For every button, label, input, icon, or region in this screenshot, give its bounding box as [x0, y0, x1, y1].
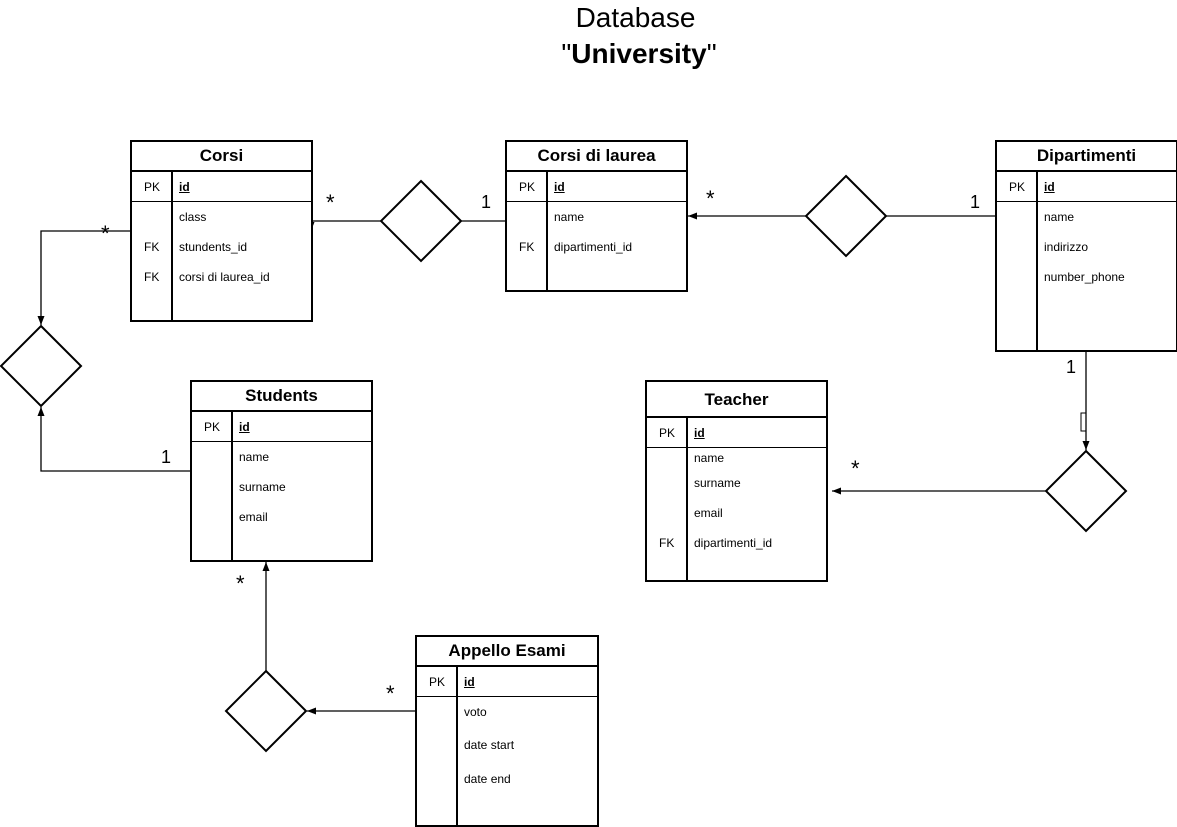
relationship-diamond-corsi-students: [0, 324, 83, 408]
key-label: PK: [144, 180, 161, 194]
field-name: name: [239, 450, 270, 464]
connector-jump-bracket: [1080, 412, 1086, 432]
entity-students[interactable]: Students PK id name surname email: [190, 380, 373, 562]
entity-title: Appello Esami: [417, 637, 597, 667]
cardinality-dip-teacher-many: *: [851, 456, 860, 481]
entity-corsi[interactable]: Corsi PK id class FK stundents_id FK cor…: [130, 140, 313, 322]
entity-title: Students: [192, 382, 371, 412]
field-name: id: [179, 180, 190, 194]
diagram-subtitle: "University": [561, 38, 717, 69]
field-name: stundents_id: [179, 240, 248, 254]
key-label: FK: [519, 240, 535, 254]
key-label: PK: [429, 675, 446, 689]
field-name: class: [179, 210, 207, 224]
field-name: date end: [464, 772, 511, 786]
entity-title: Corsi: [132, 142, 311, 172]
field-name: id: [239, 420, 250, 434]
field-name: id: [554, 180, 565, 194]
relationship-diamond-corsi-di-laurea-dipartimenti: [804, 174, 888, 258]
cardinality-students-appello-many-appello: *: [386, 681, 395, 706]
cardinality-corsi-cl-one: 1: [481, 192, 492, 212]
diagram-title: Database: [575, 2, 696, 33]
entity-title: Dipartimenti: [997, 142, 1176, 172]
field-name: id: [464, 675, 475, 689]
field-name: corsi di laurea_id: [179, 270, 270, 284]
entity-title: Corsi di laurea: [507, 142, 686, 172]
cardinality-dip-teacher-one: 1: [1066, 357, 1077, 377]
field-name: id: [1044, 180, 1055, 194]
key-label: PK: [659, 426, 676, 440]
entity-dipartimenti[interactable]: Dipartimenti PK id name indirizzo number…: [995, 140, 1177, 352]
database-name: University: [571, 38, 707, 69]
cardinality-cl-dip-one: 1: [970, 192, 981, 212]
cardinality-corsi-cl-many: *: [326, 190, 335, 215]
field-name: id: [694, 426, 705, 440]
cardinality-cl-dip-many: *: [706, 186, 715, 211]
field-name: name: [694, 451, 725, 465]
key-label: PK: [519, 180, 536, 194]
entity-corsi-di-laurea[interactable]: Corsi di laurea PK id name FK dipartimen…: [505, 140, 688, 292]
connector-corsi-corsi-di-laurea: [307, 220, 381, 231]
field-name: email: [239, 510, 268, 524]
field-name: dipartimenti_id: [694, 536, 773, 550]
connector-corsi-diamond: [37, 230, 131, 325]
entity-appello-esami[interactable]: Appello Esami PK id voto date start date…: [415, 635, 599, 827]
relationship-diamond-students-appello: [224, 669, 308, 753]
field-name: indirizzo: [1044, 240, 1089, 254]
field-name: dipartimenti_id: [554, 240, 633, 254]
key-label: FK: [659, 536, 675, 550]
relationship-diamond-corsi-corsi-di-laurea: [379, 179, 463, 263]
field-name: email: [694, 506, 723, 520]
field-name: number_phone: [1044, 270, 1125, 284]
entity-teacher[interactable]: Teacher PK id name surname email FK dipa…: [645, 380, 828, 582]
relationship-diamond-dipartimenti-teacher: [1044, 449, 1128, 533]
field-name: date start: [464, 738, 515, 752]
key-label: FK: [144, 240, 160, 254]
field-name: surname: [239, 480, 286, 494]
cardinality-corsi-students-one: 1: [161, 447, 172, 467]
entity-title: Teacher: [647, 382, 826, 418]
field-name: name: [1044, 210, 1075, 224]
field-name: surname: [694, 476, 741, 490]
field-name: voto: [464, 705, 487, 719]
cardinality-corsi-students-many: *: [101, 221, 110, 246]
field-name: name: [554, 210, 585, 224]
cardinality-students-appello-many-students: *: [236, 571, 245, 596]
key-label: PK: [204, 420, 221, 434]
key-label: FK: [144, 270, 160, 284]
connector-students-diamond: [37, 407, 191, 472]
key-label: PK: [1009, 180, 1026, 194]
